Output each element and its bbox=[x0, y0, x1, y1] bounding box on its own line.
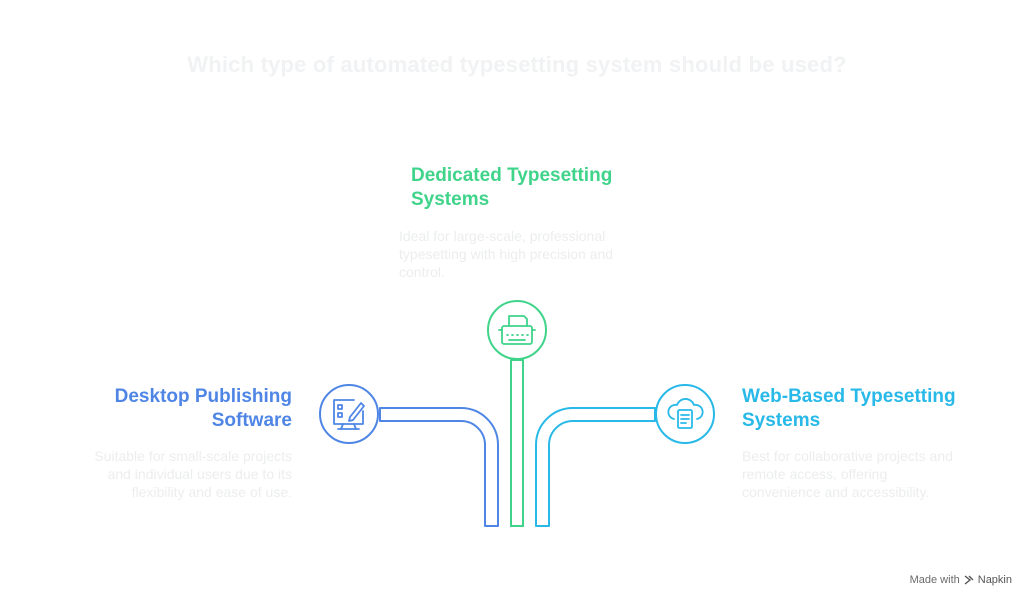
dedicated-desc-line1: Ideal for large-scale, professional bbox=[399, 228, 606, 244]
web-desc-line3: convenience and accessibility. bbox=[742, 484, 930, 500]
desktop-heading-line2: Software bbox=[211, 410, 292, 431]
web-node bbox=[655, 384, 715, 444]
diagram-title: Which type of automated typesetting syst… bbox=[187, 52, 847, 77]
web-heading-line2: Systems bbox=[742, 410, 821, 431]
web-heading: Web-Based Typesetting Systems bbox=[742, 385, 956, 433]
desktop-desc-line3: flexibility and ease of use. bbox=[131, 484, 292, 500]
web-heading-line1: Web-Based Typesetting bbox=[742, 386, 956, 407]
dedicated-heading: Dedicated Typesetting Systems bbox=[411, 164, 612, 212]
desktop-edit-icon bbox=[333, 399, 365, 430]
cloud-document-icon bbox=[667, 398, 704, 429]
dedicated-desc-line2: typesetting with high precision and bbox=[399, 246, 614, 262]
desktop-heading: Desktop Publishing Software bbox=[60, 385, 292, 433]
web-desc-line1: Best for collaborative projects and bbox=[742, 448, 953, 464]
made-with-napkin-badge[interactable]: Made with Napkin bbox=[910, 574, 1012, 586]
desktop-heading-line1: Desktop Publishing bbox=[114, 386, 292, 407]
dedicated-heading-line1: Dedicated Typesetting bbox=[411, 165, 613, 186]
dedicated-heading-line2: Systems bbox=[411, 189, 490, 210]
dedicated-connector-pipe bbox=[510, 359, 524, 527]
napkin-brand-label: Napkin bbox=[977, 574, 1012, 586]
web-desc-line2: remote access, offering bbox=[742, 466, 888, 482]
web-description: Best for collaborative projects and remo… bbox=[742, 447, 953, 501]
made-with-label: Made with bbox=[909, 574, 960, 586]
desktop-node bbox=[319, 384, 379, 444]
dedicated-description: Ideal for large-scale, professional type… bbox=[399, 227, 613, 281]
web-connector-pipe bbox=[535, 407, 656, 527]
desktop-desc-line1: Suitable for small-scale projects bbox=[94, 448, 292, 464]
desktop-desc-line2: and individual users due to its bbox=[107, 466, 292, 482]
napkin-logo-icon bbox=[964, 575, 974, 585]
typewriter-icon bbox=[498, 315, 536, 345]
dedicated-desc-line3: control. bbox=[399, 264, 445, 280]
dedicated-node bbox=[487, 300, 547, 360]
desktop-description: Suitable for small-scale projects and in… bbox=[40, 447, 292, 501]
desktop-connector-pipe bbox=[379, 407, 499, 527]
